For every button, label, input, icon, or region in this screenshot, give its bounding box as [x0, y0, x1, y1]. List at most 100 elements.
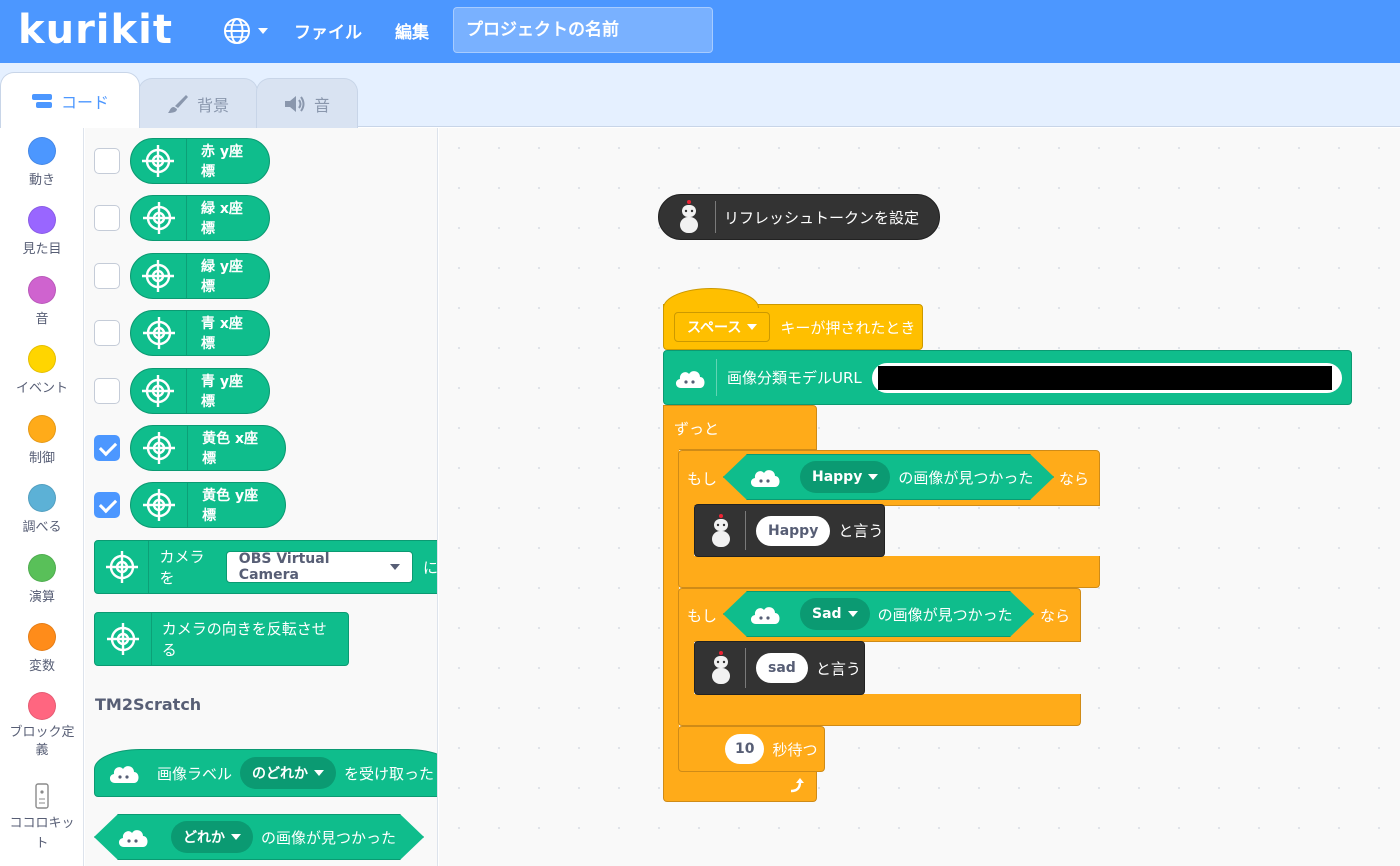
category-menu: 動き 見た目 音 イベント 制御 調べる 演算 変数 ブロック定義: [0, 128, 84, 866]
forever-label: ずっと: [674, 420, 720, 438]
category-looks[interactable]: 見た目: [0, 206, 84, 257]
found-label: の画像が見つかった: [877, 605, 1013, 624]
category-label: 見た目: [22, 242, 62, 257]
category-kokorokit[interactable]: ココロキット: [0, 782, 84, 854]
checkbox-green-y[interactable]: [94, 263, 120, 289]
category-dot: [28, 137, 56, 165]
camera-dropdown[interactable]: OBS Virtual Camera: [225, 551, 413, 583]
block-green-x[interactable]: 緑 x座標: [130, 195, 270, 241]
category-sound[interactable]: 音: [0, 276, 84, 327]
category-operators[interactable]: 演算: [0, 554, 84, 605]
editor-tabs: コード 背景 音: [0, 63, 1400, 128]
category-label: ココロキット: [9, 816, 75, 851]
if-label: もし: [687, 607, 718, 625]
edit-menu[interactable]: 編集: [395, 23, 429, 43]
separator: [715, 201, 716, 233]
tab-sounds[interactable]: 音: [256, 78, 358, 128]
file-menu[interactable]: ファイル: [294, 23, 362, 43]
camera-suffix: にせ: [422, 558, 438, 577]
robot-icon: [701, 511, 741, 551]
happy-dropdown[interactable]: Happy: [800, 461, 890, 493]
say-happy-input[interactable]: Happy: [756, 515, 831, 546]
block-forever[interactable]: ずっと: [663, 405, 817, 450]
checkbox-yellow-x[interactable]: [94, 435, 120, 461]
kurikit-logo[interactable]: kurikit: [18, 7, 173, 53]
category-sensing[interactable]: 調べる: [0, 484, 84, 535]
checkbox-blue-y[interactable]: [94, 378, 120, 404]
block-wait[interactable]: 10 秒待つ: [678, 726, 825, 772]
menu-bar: kurikit ファイル 編集 プロジェクトの名前: [0, 0, 1400, 63]
block-set-refresh-token[interactable]: リフレッシュトークンを設定: [658, 194, 940, 240]
model-url-input[interactable]: [871, 362, 1342, 393]
target-icon: [95, 613, 152, 665]
image-label-dropdown[interactable]: のどれか: [240, 757, 337, 789]
category-dot: [28, 623, 56, 651]
category-dot: [28, 692, 56, 720]
category-dot: [28, 345, 56, 373]
cloud-icon: [724, 602, 794, 626]
reporter-label: 青 x座標: [201, 316, 243, 352]
block-camera-select[interactable]: カメラを OBS Virtual Camera にせ: [94, 540, 438, 594]
tab-code[interactable]: コード: [0, 72, 140, 128]
refresh-token-label: リフレッシュトークンを設定: [724, 208, 920, 227]
key-dropdown[interactable]: スペース: [674, 312, 771, 342]
cloud-icon: [664, 366, 716, 390]
globe-icon: [224, 18, 250, 44]
if-arm: [678, 640, 694, 696]
tab-code-label: コード: [60, 92, 109, 112]
cloud-icon: [724, 465, 794, 489]
category-my-blocks[interactable]: ブロック定義: [0, 692, 84, 760]
key-dropdown-value: スペース: [687, 320, 742, 336]
found-dropdown[interactable]: どれか: [171, 821, 253, 853]
category-variables[interactable]: 変数: [0, 623, 84, 674]
block-blue-y[interactable]: 青 y座標: [130, 368, 270, 414]
forever-bottom: [663, 768, 817, 802]
target-icon: [95, 541, 150, 593]
checkbox-green-x[interactable]: [94, 205, 120, 231]
condition-happy-found[interactable]: Happy の画像が見つかった: [723, 454, 1054, 500]
checkbox-blue-x[interactable]: [94, 320, 120, 346]
category-motion[interactable]: 動き: [0, 137, 84, 188]
wait-seconds-input[interactable]: 10: [725, 734, 765, 764]
block-image-found[interactable]: どれか の画像が見つかった: [94, 814, 424, 860]
block-image-label-hat[interactable]: 画像ラベル のどれか を受け取った: [94, 749, 437, 797]
chevron-down-icon: [389, 564, 400, 570]
brush-icon: [167, 94, 188, 113]
block-yellow-x[interactable]: 黄色 x座標: [130, 425, 286, 471]
tab-backdrops[interactable]: 背景: [138, 78, 258, 128]
project-name-input[interactable]: プロジェクトの名前: [453, 7, 713, 53]
separator: [745, 648, 746, 688]
category-dot: [28, 206, 56, 234]
target-icon: [131, 483, 189, 527]
checkbox-yellow-y[interactable]: [94, 492, 120, 518]
say-label: と言う: [815, 659, 861, 678]
code-icon: [31, 93, 52, 108]
sad-dropdown-value: Sad: [812, 606, 842, 622]
block-say-sad[interactable]: sad と言う: [694, 641, 865, 695]
category-events[interactable]: イベント: [0, 345, 84, 396]
say-sad-input[interactable]: sad: [756, 653, 808, 683]
chevron-down-icon: [747, 324, 758, 330]
block-yellow-y[interactable]: 黄色 y座標: [130, 482, 286, 528]
script-area[interactable]: リフレッシュトークンを設定 スペース キーが押されたとき 画像分類モデルURL …: [439, 128, 1400, 866]
category-label: 調べる: [22, 520, 62, 535]
chevron-down-icon: [868, 474, 878, 480]
reporter-label: 緑 y座標: [200, 259, 243, 295]
block-say-happy[interactable]: Happy と言う: [694, 504, 885, 557]
chevron-down-icon: [848, 611, 858, 617]
block-when-key-pressed[interactable]: スペース キーが押されたとき: [663, 304, 923, 350]
target-icon: [131, 139, 187, 183]
block-green-y[interactable]: 緑 y座標: [130, 253, 270, 299]
category-label: 音: [35, 312, 49, 327]
block-model-url[interactable]: 画像分類モデルURL: [663, 350, 1352, 405]
block-red-y[interactable]: 赤 y座標: [130, 138, 270, 184]
category-dot: [28, 554, 56, 582]
key-pressed-label: キーが押されたとき: [780, 318, 916, 337]
language-menu[interactable]: [222, 14, 272, 48]
checkbox-red-y[interactable]: [94, 148, 120, 174]
condition-sad-found[interactable]: Sad の画像が見つかった: [723, 591, 1034, 637]
block-blue-x[interactable]: 青 x座標: [130, 310, 270, 356]
category-control[interactable]: 制御: [0, 415, 84, 466]
sad-dropdown[interactable]: Sad: [800, 598, 870, 630]
block-camera-flip[interactable]: カメラの向きを反転させる: [94, 612, 349, 666]
